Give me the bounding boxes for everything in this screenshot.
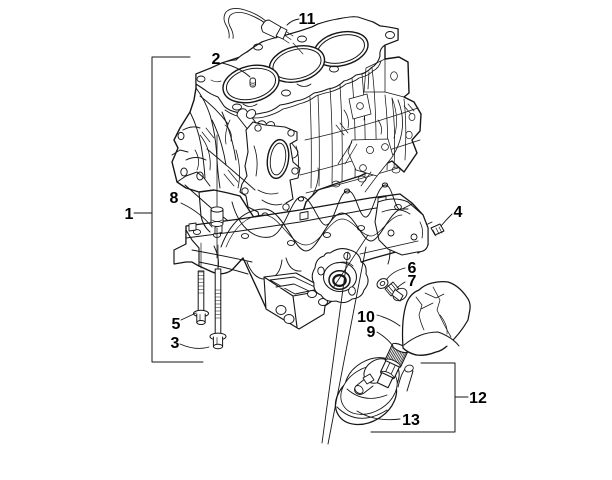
svg-text:10: 10 — [357, 309, 375, 326]
svg-text:6: 6 — [408, 260, 417, 277]
svg-text:1: 1 — [125, 206, 134, 223]
svg-text:4: 4 — [454, 204, 463, 221]
svg-text:3: 3 — [171, 335, 180, 352]
svg-text:13: 13 — [402, 412, 420, 429]
svg-text:9: 9 — [367, 324, 376, 341]
svg-text:8: 8 — [170, 190, 179, 207]
svg-text:11: 11 — [299, 11, 316, 28]
svg-text:5: 5 — [172, 316, 181, 333]
svg-text:12: 12 — [469, 390, 487, 407]
svg-text:2: 2 — [212, 51, 221, 68]
svg-text:7: 7 — [408, 273, 417, 290]
